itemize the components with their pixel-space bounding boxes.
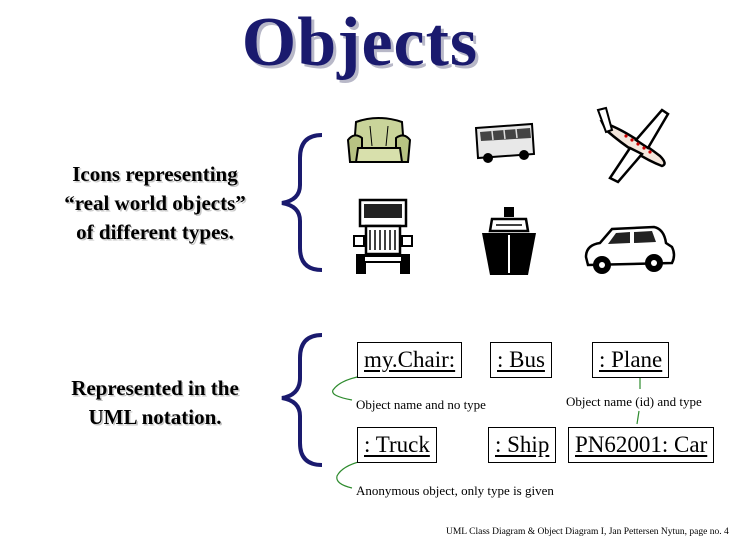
armchair-icon	[346, 117, 412, 163]
car-icon	[584, 225, 676, 274]
page-title: Objects	[241, 4, 479, 81]
object-box-bus[interactable]: : Bus	[490, 342, 552, 378]
icons-caption-line-2: “real world objects”	[64, 191, 246, 215]
object-box-plane[interactable]: : Plane	[592, 342, 670, 378]
note-connector-truck	[336, 460, 363, 489]
icons-caption-line-1: Icons representing	[72, 162, 238, 186]
airplane-icon	[596, 106, 670, 184]
bus-icon	[474, 122, 536, 163]
icons-caption-line-3: of different types.	[76, 220, 234, 244]
note-connector-car	[636, 410, 640, 425]
object-box-ship[interactable]: : Ship	[488, 427, 557, 463]
truck-icon	[353, 198, 413, 274]
upper-brace	[281, 133, 323, 272]
object-label-chair: my.Chair:	[364, 347, 456, 372]
object-box-chair[interactable]: my.Chair:	[357, 342, 463, 378]
icons-caption: Icons representing “real world objects” …	[40, 160, 270, 247]
object-label-plane: : Plane	[599, 347, 663, 372]
object-label-car: PN62001: Car	[575, 432, 708, 457]
note-anonymous: Anonymous object, only type is given	[356, 483, 554, 498]
note-name-and-type: Object name (id) and type	[566, 394, 702, 409]
note-name-no-type: Object name and no type	[356, 397, 486, 412]
object-label-ship: : Ship	[495, 432, 550, 457]
object-box-car[interactable]: PN62001: Car	[568, 427, 715, 463]
uml-caption-line-2: UML notation.	[88, 405, 222, 429]
object-label-bus: : Bus	[497, 347, 545, 372]
lower-brace	[281, 333, 323, 467]
note-connector-chair	[332, 375, 363, 401]
uml-caption-line-1: Represented in the	[71, 376, 239, 400]
uml-caption: Represented in the UML notation.	[40, 374, 270, 432]
object-label-truck: : Truck	[364, 432, 430, 457]
ship-icon	[482, 207, 536, 275]
object-box-truck[interactable]: : Truck	[357, 427, 437, 463]
footer-text: UML Class Diagram & Object Diagram I, Ja…	[446, 527, 729, 537]
